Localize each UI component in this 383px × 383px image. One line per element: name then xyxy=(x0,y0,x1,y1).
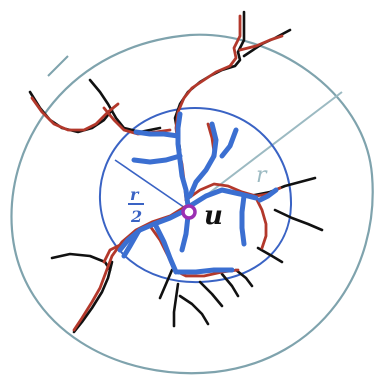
blue-path-lower-mid xyxy=(182,216,188,250)
outer-radius-label: r xyxy=(256,163,268,188)
black-path-bottom-2 xyxy=(174,284,178,326)
red-path-left xyxy=(32,98,118,130)
inner-radius-line xyxy=(115,160,188,210)
blue-path-left-arm-2 xyxy=(134,156,180,162)
black-path-group xyxy=(30,12,322,332)
blue-path-right-down xyxy=(242,196,244,244)
outer-circle-tick xyxy=(48,56,68,76)
black-path-right-low xyxy=(275,210,322,230)
blue-path-bottom xyxy=(178,270,232,272)
red-path-top-right xyxy=(240,36,282,50)
center-point-label: u xyxy=(204,201,223,231)
blue-path-trunk-up xyxy=(178,114,188,206)
black-path-left-branch xyxy=(90,80,160,132)
blue-path-left-arm xyxy=(136,132,178,136)
inner-radius-denominator: 2 xyxy=(130,207,142,226)
black-path-right-mid xyxy=(258,248,282,262)
blue-path-down xyxy=(156,226,176,272)
black-path-left-low xyxy=(52,254,110,270)
blue-path-upper-right-2 xyxy=(222,130,236,156)
red-path-center-right-b xyxy=(256,198,266,248)
red-path-group xyxy=(32,16,282,330)
inner-radius-numerator: r xyxy=(130,185,140,204)
inner-radius-fraction: r 2 xyxy=(128,185,144,226)
center-point-marker xyxy=(183,206,195,218)
black-path-bottom-4 xyxy=(200,282,222,306)
black-path-bottom-3 xyxy=(180,296,208,324)
black-path-bottom-1 xyxy=(160,270,172,298)
